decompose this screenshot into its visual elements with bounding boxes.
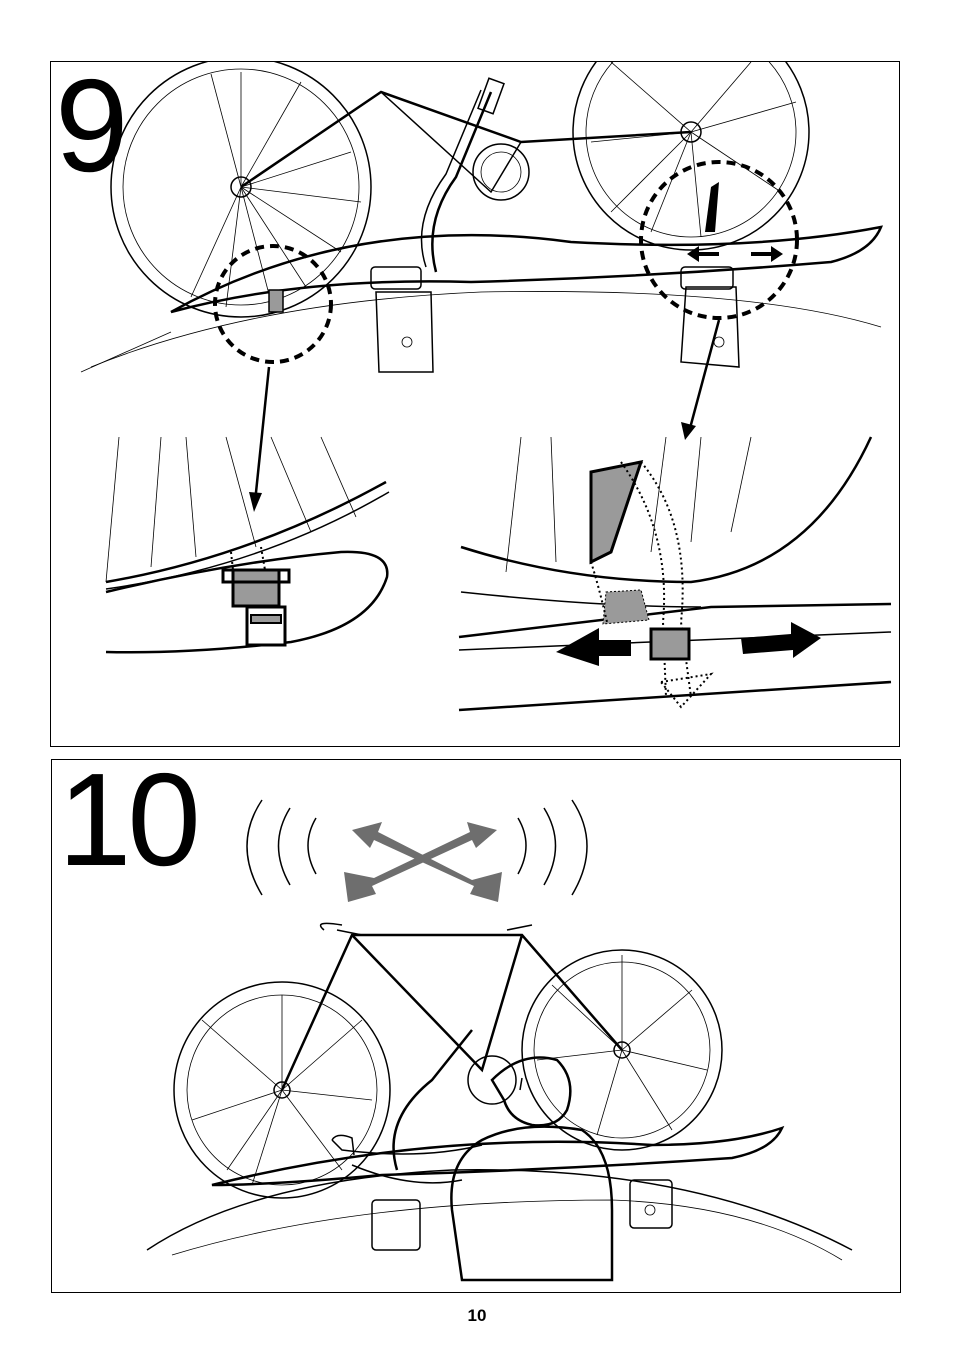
strap-release-detail-illustration (51, 62, 900, 747)
step-10-panel: 10 (51, 759, 901, 1293)
page-number: 10 (0, 1306, 954, 1326)
step-9-panel: 9 (50, 61, 900, 747)
person-testing-bicycle-illustration (52, 760, 901, 1293)
person (332, 1058, 612, 1281)
